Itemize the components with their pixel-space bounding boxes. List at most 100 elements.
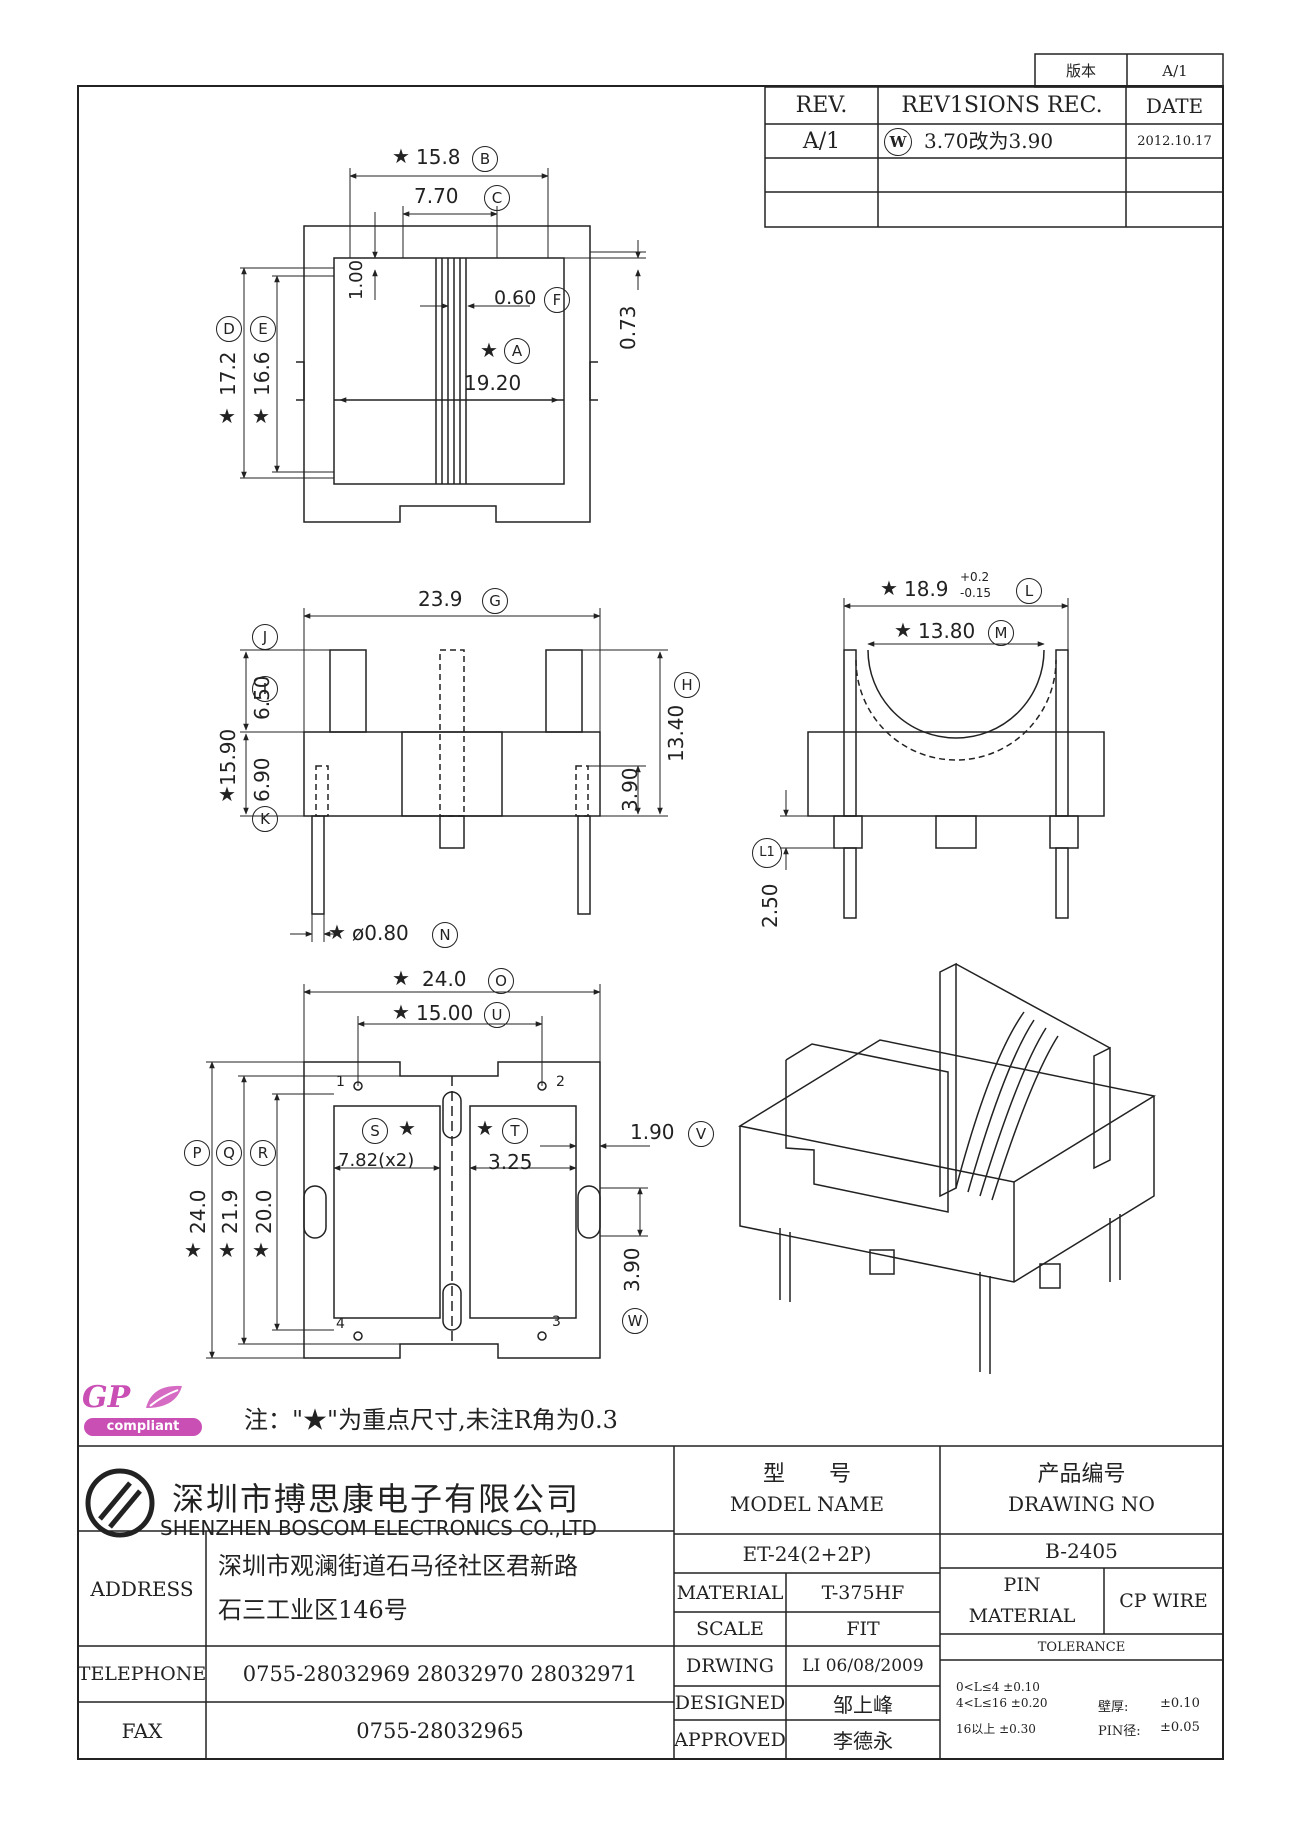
front-view: [303, 649, 601, 915]
side-dim-13-80: 13.80: [918, 619, 976, 643]
bottom-star-T: ★: [476, 1116, 494, 1140]
revision-mark: W: [884, 128, 912, 156]
bottom-dim-15-00: 15.00: [416, 1001, 474, 1025]
marker-P: P: [184, 1140, 210, 1166]
top-dim-19-20: 19.20: [464, 371, 522, 395]
marker-D: D: [216, 316, 242, 342]
bottom-star-21-9: ★: [218, 1238, 236, 1262]
side-star-13-80: ★: [894, 618, 912, 642]
gp-logo-text: GP: [82, 1380, 131, 1415]
top-view-dimension-lines: [240, 168, 646, 479]
side-dim-2-50: 2.50: [758, 883, 782, 928]
marker-S: S: [362, 1118, 388, 1144]
top-view: [296, 225, 598, 523]
revisions-header-rev: REV.: [795, 93, 848, 118]
side-star-18-9: ★: [880, 576, 898, 600]
designed-value: 邹上峰: [833, 1692, 893, 1717]
tolerance-line-1: 0<L≤4 ±0.10: [956, 1680, 1040, 1694]
gp-compliant-logo: GP compliant: [82, 1380, 206, 1438]
sheet-border: [77, 85, 1224, 1760]
marker-E: E: [250, 316, 276, 342]
side-dim-18-9: 18.9: [904, 577, 949, 601]
address-label: ADDRESS: [90, 1576, 194, 1601]
address-line-1: 深圳市观澜街道石马径社区君新路: [218, 1552, 578, 1580]
bottom-dim-20-0: 20.0: [252, 1189, 276, 1234]
front-star-pin: ★: [328, 920, 346, 944]
drawing-label-en: DRAWING NO: [1008, 1492, 1155, 1516]
company-name-en: SHENZHEN BOSCOM ELECTRONICS CO.,LTD: [160, 1516, 597, 1540]
pin-diameter-value: ±0.05: [1160, 1720, 1200, 1735]
marker-G: G: [482, 588, 508, 614]
model-label-en: MODEL NAME: [729, 1492, 885, 1516]
front-dim-23-9: 23.9: [418, 587, 463, 611]
marker-A: A: [504, 338, 530, 364]
bottom-star-24-0-v: ★: [184, 1238, 202, 1262]
bottom-dim-7-82: 7.82(x2): [338, 1150, 415, 1171]
pin-material-label-2: MATERIAL: [968, 1605, 1076, 1627]
top-star-16-6: ★: [252, 404, 270, 428]
bottom-dim-21-9: 21.9: [218, 1189, 242, 1234]
marker-I: I: [252, 676, 278, 702]
material-label: MATERIAL: [676, 1581, 784, 1604]
tolerance-line-3: 16以上 ±0.30: [956, 1722, 1036, 1736]
marker-V: V: [688, 1121, 714, 1147]
front-dim-6-90: 6.90: [250, 757, 274, 802]
bottom-dim-24-0-vertical: 24.0: [186, 1189, 210, 1234]
wall-thickness-value: ±0.10: [1160, 1696, 1200, 1711]
marker-Q: Q: [216, 1140, 242, 1166]
scale-label: SCALE: [696, 1618, 764, 1640]
fax-label: FAX: [121, 1718, 163, 1743]
marker-U: U: [484, 1002, 510, 1028]
model-name: ET-24(2+2P): [742, 1541, 872, 1566]
top-dim-star-15-8: ★: [392, 144, 410, 168]
top-dim-0-60: 0.60: [494, 287, 537, 309]
company-name-cn: 深圳市搏思康电子有限公司: [172, 1480, 581, 1518]
version-label: 版本: [1065, 62, 1096, 80]
title-block-grid: [78, 1445, 1223, 1759]
marker-W: W: [622, 1308, 648, 1334]
top-dim-16-6: 16.6: [250, 351, 274, 396]
approved-label: APPROVED: [674, 1728, 786, 1751]
bottom-star-24-0: ★: [392, 966, 410, 990]
scale-value: FIT: [846, 1618, 880, 1640]
front-dim-pin-diameter: ø0.80: [352, 921, 409, 945]
marker-T: T: [502, 1118, 528, 1144]
top-dim-17-2: 17.2: [216, 351, 240, 396]
front-dim-15-90: 15.90: [216, 728, 240, 786]
model-label-cn: 型 号: [762, 1462, 851, 1487]
drawing-by-label: DRWING: [686, 1655, 774, 1677]
side-dim-tol-plus: +0.2: [960, 570, 990, 584]
marker-C: C: [484, 185, 510, 211]
revisions-header-date: DATE: [1145, 93, 1204, 118]
pin-label-1: 1: [336, 1074, 345, 1090]
address-line-2: 石三工业区146号: [218, 1596, 408, 1624]
top-dim-15-8: 15.8: [416, 145, 461, 169]
side-dim-tol-minus: -0.15: [960, 586, 992, 600]
bottom-dim-1-90: 1.90: [630, 1120, 675, 1144]
top-dim-star-A: ★: [480, 338, 498, 362]
pin-material-label-1: PIN: [1003, 1574, 1041, 1596]
tolerance-label: TOLERANCE: [1037, 1639, 1126, 1655]
designed-label: DESIGNED: [674, 1692, 786, 1714]
marker-N: N: [432, 922, 458, 948]
front-dim-13-40: 13.40: [664, 704, 688, 762]
front-dim-6-50: 6.50: [250, 675, 274, 720]
telephone-label: TELEPHONE: [77, 1663, 207, 1685]
revisions-table-grid: [764, 86, 1224, 228]
marker-K: K: [252, 806, 278, 832]
leaf-icon: [142, 1382, 186, 1412]
approved-value: 李德永: [833, 1729, 893, 1753]
pin-material-value: CP WIRE: [1119, 1590, 1208, 1612]
marker-L: L: [1016, 578, 1042, 604]
compliant-badge: compliant: [84, 1418, 202, 1436]
marker-H: H: [674, 672, 700, 698]
telephone-value: 0755-28032969 28032970 28032971: [242, 1662, 638, 1686]
bottom-dim-24-0: 24.0: [422, 967, 467, 991]
marker-L1: L1: [752, 838, 782, 868]
top-star-17-2: ★: [218, 404, 236, 428]
front-star-15-90: ★: [218, 782, 236, 806]
isometric-view: [737, 962, 1157, 1374]
pin-diameter-label: PIN径:: [1098, 1724, 1141, 1739]
top-dim-7-70: 7.70: [414, 184, 459, 208]
